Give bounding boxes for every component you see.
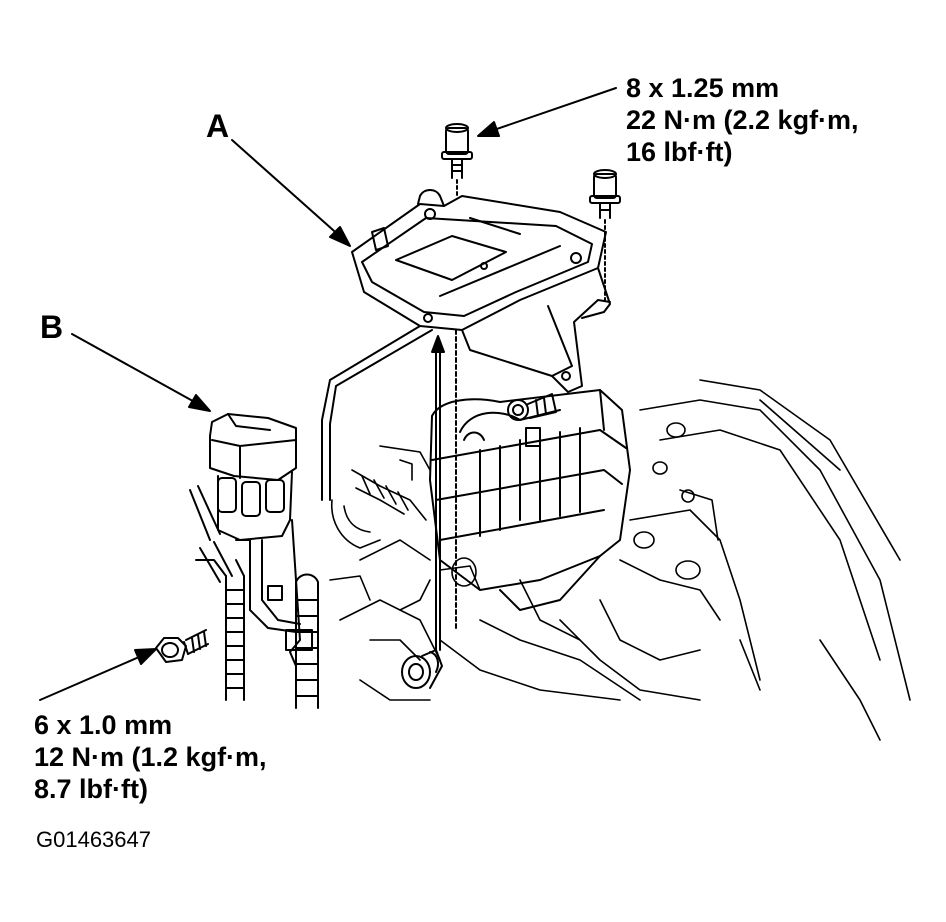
arrowhead-b <box>188 394 211 412</box>
leader-bottom-bolt <box>39 653 147 701</box>
relay-box-b <box>209 413 301 667</box>
arrowhead-bottom-bolt <box>134 648 157 665</box>
arrowhead-a <box>329 226 351 247</box>
bottom-bolt-torque-nm: 12 N·m (1.2 kgf·m, <box>34 742 267 772</box>
bottom-bolt-torque-lbf: 8.7 lbf·ft) <box>34 774 148 804</box>
link-rod <box>321 325 457 651</box>
callout-b-label: B <box>40 309 64 345</box>
air-box <box>429 389 631 611</box>
leader-top-bolt <box>487 87 617 133</box>
leader-a <box>231 139 343 239</box>
wire-harness <box>189 485 319 709</box>
leader-arrows <box>39 87 617 701</box>
bottom-nut <box>401 649 443 689</box>
bottom-bolt-size: 6 x 1.0 mm <box>34 710 173 740</box>
top-bolt-torque-nm: 22 N·m (2.2 kgf·m, <box>626 105 859 135</box>
top-bolt-left <box>441 123 473 196</box>
top-bolt-spec: 8 x 1.25 mm 22 N·m (2.2 kgf·m, 16 lbf·ft… <box>626 72 859 168</box>
top-bolt-torque-lbf: 16 lbf·ft) <box>626 137 733 167</box>
figure-id: G01463647 <box>36 827 151 852</box>
bottom-bolt-spec: 6 x 1.0 mm 12 N·m (1.2 kgf·m, 8.7 lbf·ft… <box>34 709 267 805</box>
leader-b <box>71 333 201 406</box>
bottom-bolt <box>155 629 209 663</box>
top-bolt-size: 8 x 1.25 mm <box>626 73 780 103</box>
bracket-a <box>351 189 611 393</box>
arrowhead-top-bolt <box>477 121 500 137</box>
callout-a-label: A <box>206 108 230 144</box>
mount-nut <box>507 393 557 421</box>
engine-bay-frame <box>329 379 911 741</box>
